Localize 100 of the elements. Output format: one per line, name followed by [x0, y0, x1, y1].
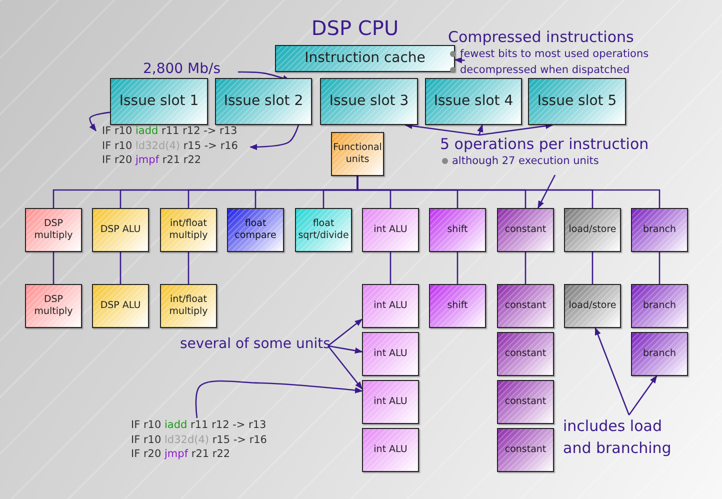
connector-line — [524, 252, 526, 284]
box-label: Functional units — [332, 142, 383, 166]
code-line: IF r10 ld32d(4) r15 -> r16 — [102, 138, 238, 153]
bullet-note: fewest bits to most used operations — [448, 46, 649, 62]
box-label: branch — [642, 300, 676, 312]
unit-box — [497, 332, 554, 376]
unit-box — [429, 284, 486, 328]
box-label: branch — [642, 348, 676, 360]
box-label: constant — [504, 396, 546, 408]
issue-slot-box — [215, 78, 312, 125]
box-label: Issue slot 3 — [329, 92, 409, 110]
box-label: int ALU — [374, 348, 408, 360]
box-label: float compare — [234, 218, 278, 242]
box-label: Issue slot 1 — [119, 92, 199, 110]
arrow — [628, 375, 658, 416]
issue-slot-box — [110, 78, 208, 125]
box-label: int/float multiply — [168, 294, 209, 318]
box-label: DSP ALU — [100, 224, 141, 236]
annotation-heading: includes load and branching — [563, 416, 672, 459]
arrow — [477, 124, 484, 136]
annotation-heading: several of some units — [180, 336, 330, 352]
unit-box — [564, 208, 621, 252]
arrow — [594, 327, 630, 416]
box-label: float sqrt/divide — [297, 218, 350, 242]
unit-box — [362, 284, 419, 328]
connector-line — [356, 176, 660, 208]
unit-box — [631, 208, 688, 252]
unit-box — [295, 208, 352, 252]
box-label: int ALU — [374, 444, 408, 456]
box-label: constant — [504, 444, 546, 456]
connector-line — [456, 252, 458, 284]
unit-box — [362, 428, 419, 472]
box-label: constant — [504, 300, 546, 312]
box-label: constant — [504, 348, 546, 360]
code-line: IF r10 iadd r11 r12 -> r13 — [131, 418, 266, 432]
unit-box — [362, 332, 419, 376]
diagram-title: DSP CPU — [310, 16, 400, 40]
arrow — [328, 318, 363, 346]
unit-box — [497, 428, 554, 472]
arrow — [537, 174, 556, 209]
box-label: load/store — [568, 300, 616, 312]
unit-box — [92, 284, 149, 328]
arrow — [454, 57, 465, 64]
connector-line — [658, 252, 660, 284]
unit-box — [564, 284, 621, 328]
unit-box — [497, 208, 554, 252]
bullet-note: although 27 execution units — [440, 153, 599, 169]
unit-box — [362, 208, 419, 252]
box-label: branch — [642, 224, 676, 236]
box-label: shift — [447, 300, 468, 312]
unit-box — [160, 208, 217, 252]
annotation-heading: Compressed instructions — [448, 28, 634, 46]
connector-line — [592, 252, 594, 284]
issue-slot-box — [425, 78, 522, 125]
arrow — [195, 380, 363, 418]
unit-box — [362, 380, 419, 424]
code-line: IF r10 ld32d(4) r15 -> r16 — [131, 432, 267, 447]
arrow — [328, 345, 363, 354]
unit-box — [160, 284, 217, 328]
connector-line — [52, 252, 54, 284]
arrow — [89, 112, 110, 132]
connector-line — [120, 252, 122, 284]
arrow — [404, 122, 480, 136]
arrow — [479, 122, 554, 136]
box-label: int/float multiply — [168, 218, 209, 242]
code-line: IF r20 jmpf r21 r22 — [102, 153, 202, 168]
code-line: IF r20 jmpf r21 r22 — [131, 447, 230, 462]
annotation-heading: 5 operations per instruction — [440, 135, 649, 153]
box-label: int ALU — [374, 396, 408, 408]
box-label: shift — [447, 224, 468, 236]
box-label: load/store — [568, 224, 616, 236]
box-label: Issue slot 5 — [537, 92, 617, 110]
arrow — [249, 124, 300, 150]
unit-box — [631, 332, 688, 376]
cache-box — [275, 45, 455, 72]
connector-line — [390, 252, 392, 284]
box-label: int ALU — [374, 300, 408, 312]
box-label: DSP ALU — [100, 300, 141, 312]
unit-box — [631, 284, 688, 328]
box-label: Instruction cache — [304, 50, 426, 68]
unit-box — [92, 208, 149, 252]
issue-slot-box — [320, 78, 418, 125]
arrow — [328, 346, 362, 390]
unit-box — [25, 284, 82, 328]
box-label: Issue slot 4 — [434, 92, 514, 110]
functional-units-box — [331, 132, 384, 176]
box-label: constant — [504, 224, 546, 236]
connector-line — [188, 252, 190, 284]
unit-box — [25, 208, 82, 252]
box-label: Issue slot 2 — [224, 92, 304, 110]
unit-box — [429, 208, 486, 252]
box-label: DSP multiply — [33, 294, 74, 318]
unit-box — [227, 208, 284, 252]
issue-slot-box — [528, 78, 626, 125]
unit-box — [497, 380, 554, 424]
bullet-note: decompressed when dispatched — [448, 62, 630, 78]
box-label: int ALU — [374, 224, 408, 236]
box-label: DSP multiply — [33, 218, 74, 242]
annotation-heading: 2,800 Mb/s — [143, 61, 221, 77]
code-line: IF r10 iadd r11 r12 -> r13 — [102, 124, 238, 138]
